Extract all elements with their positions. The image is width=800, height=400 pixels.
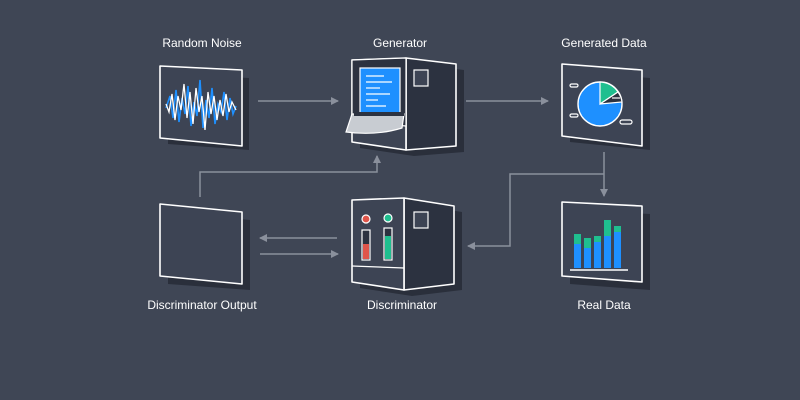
pie-chart-icon [561, 63, 650, 150]
bar-chart-icon [561, 201, 650, 290]
arrow-generated-data-to-discriminator [467, 173, 604, 250]
generated-data-label: Generated Data [561, 36, 647, 50]
discriminator-label: Discriminator [366, 298, 438, 312]
random-noise-label: Random Noise [162, 36, 242, 50]
connectors [199, 97, 608, 258]
generator-label: Generator [372, 36, 428, 50]
printer-machine-icon [345, 57, 464, 156]
discriminator-output-label: Discriminator Output [147, 298, 257, 312]
blank-panel-icon [159, 203, 250, 290]
waveform-icon [159, 65, 249, 150]
gauge-machine-icon [351, 197, 462, 296]
real-data-label: Real Data [577, 298, 631, 312]
arrow-discriminator-output-to-generator [199, 155, 381, 197]
